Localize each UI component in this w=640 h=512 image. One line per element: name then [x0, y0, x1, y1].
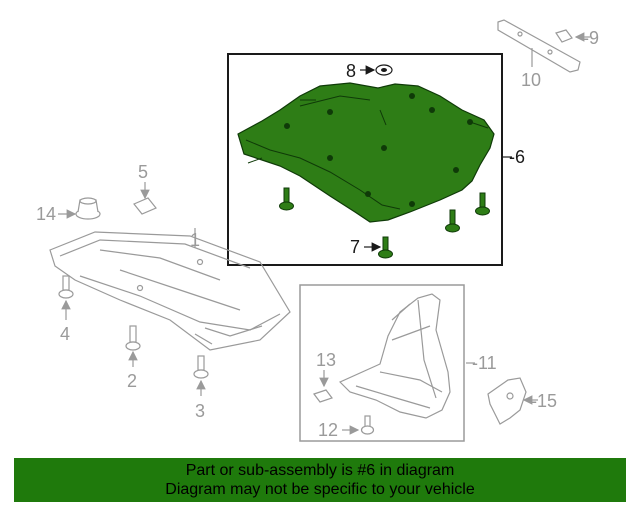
- part-4-bolt[interactable]: [58, 275, 74, 299]
- part-9-clip[interactable]: [555, 29, 573, 43]
- callout-13: 13: [316, 350, 336, 370]
- callout-15: -15: [531, 391, 557, 411]
- callout-4: 4: [60, 324, 70, 344]
- part-6-under-cover[interactable]: [237, 82, 495, 223]
- part-11-box: [299, 284, 465, 442]
- callout-11: -11: [472, 353, 497, 373]
- callout-3: 3: [195, 401, 205, 421]
- part-3-bolt[interactable]: [193, 355, 209, 379]
- callout-1: 1: [190, 230, 200, 250]
- callout-12: 12: [318, 420, 338, 440]
- part-2-bolt[interactable]: [125, 325, 141, 351]
- callout-14: 14: [36, 204, 56, 224]
- part-1-lower-shield[interactable]: [49, 231, 291, 351]
- part-8-grommet[interactable]: [375, 64, 393, 76]
- part-5-clip[interactable]: [133, 197, 157, 215]
- part-11-splash-shield[interactable]: [338, 293, 451, 419]
- callout-9: -9: [583, 28, 599, 48]
- info-banner: Part or sub-assembly is #6 in diagram Di…: [14, 458, 626, 502]
- callout-6: -6: [509, 147, 525, 167]
- part-14-grommet[interactable]: [75, 197, 101, 220]
- part-10-bracket[interactable]: [497, 19, 581, 73]
- callout-7: 7: [350, 237, 360, 257]
- part-15-bracket[interactable]: [487, 377, 527, 425]
- callout-2: 2: [127, 371, 137, 391]
- banner-line-2: Diagram may not be specific to your vehi…: [165, 481, 475, 498]
- part-12-bolt[interactable]: [360, 415, 375, 435]
- callout-5: 5: [138, 162, 148, 182]
- callout-10: 10: [521, 70, 541, 90]
- part-7-bolts[interactable]: [279, 187, 490, 259]
- part-13-clip[interactable]: [313, 389, 333, 403]
- callout-8: 8: [346, 61, 356, 81]
- banner-line-1: Part or sub-assembly is #6 in diagram: [185, 462, 455, 479]
